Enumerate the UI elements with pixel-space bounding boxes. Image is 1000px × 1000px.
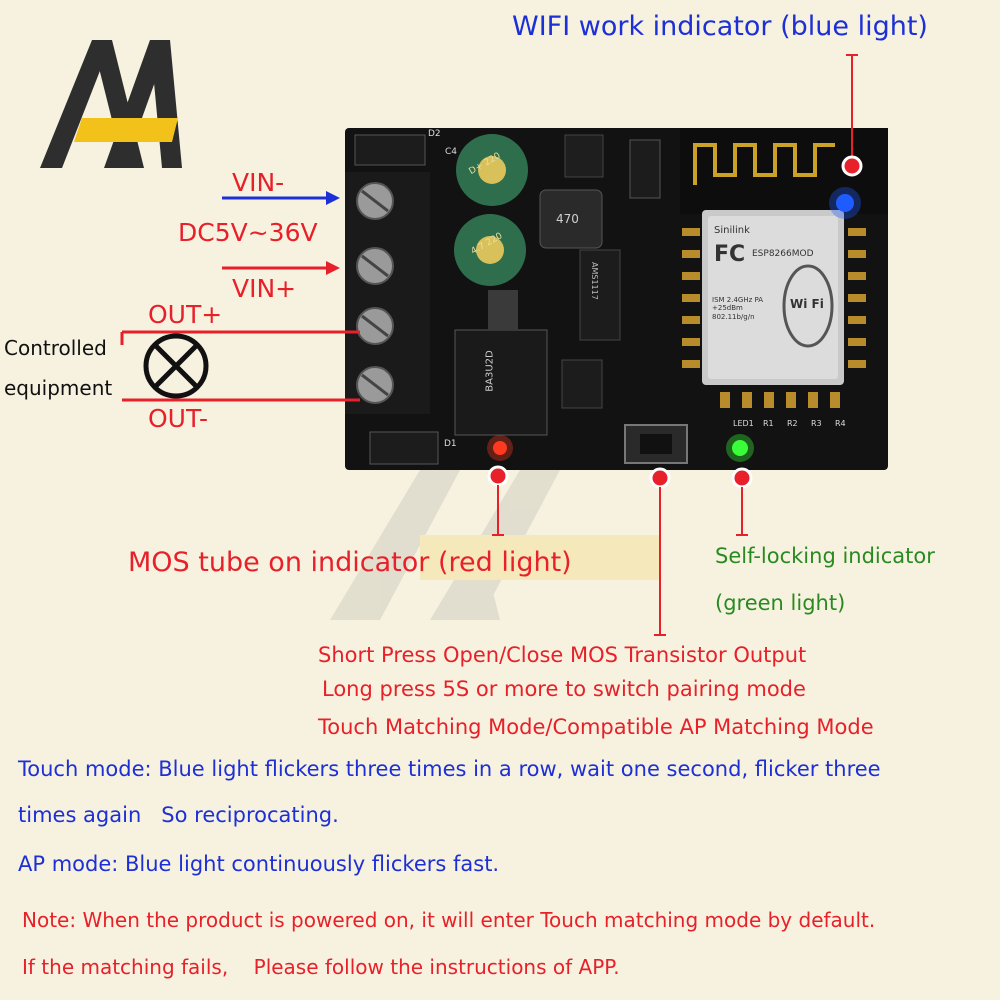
self-lock-label-line2: (green light) [715,591,846,615]
module-info: ISM 2.4GHz PA +25dBm 802.11b/g/n [712,296,764,321]
button-pointer [649,467,671,636]
pcb-label-d2: D2 [428,129,441,139]
watermark-logo [330,470,660,620]
pcb-label-r3: R3 [811,419,822,428]
wifi-indicator-label: WIFI work indicator (blue light) [512,11,928,42]
out-plus-label: OUT+ [148,300,223,329]
load-label-line2: equipment [4,376,113,400]
ldo-marking: AMS1117 [590,262,599,300]
vin-minus-arrow [222,191,340,205]
self-lock-label-line1: Self-locking indicator [715,544,935,568]
module-brand: Sinilink [714,225,750,236]
pcb-label-r1: R1 [763,419,774,428]
module-fc-mark: FC [714,242,746,267]
button-label-line1: Short Press Open/Close MOS Transistor Ou… [318,643,807,667]
vin-minus-label: VIN- [232,168,285,197]
pcb-label-c4: C4 [445,147,458,157]
note-line1: Note: When the product is powered on, it… [22,908,876,932]
vin-plus-label: VIN+ [232,274,297,303]
note-line2: If the matching fails, Please follow the… [22,955,620,979]
load-lamp-symbol [143,333,209,399]
vin-plus-arrow [222,261,340,275]
button-label-line2: Long press 5S or more to switch pairing … [322,677,806,701]
touch-mode-line1: Touch mode: Blue light flickers three ti… [18,757,881,781]
load-label-line1: Controlled [4,336,107,360]
pcb-label-led1: LED1 [733,419,754,428]
button-label-line3: Touch Matching Mode/Compatible AP Matchi… [318,715,874,739]
module-chip: ESP8266MOD [752,249,814,259]
mos-indicator-pointer [487,465,509,536]
self-lock-indicator-pointer [731,467,753,536]
module-wifi-mark: Wi Fi [790,297,824,311]
mos-indicator-label: MOS tube on indicator (red light) [128,547,572,578]
out-minus-label: OUT- [148,404,208,433]
touch-mode-line2: times again So reciprocating. [18,803,339,827]
pcb-label-r2: R2 [787,419,798,428]
ap-mode-line: AP mode: Blue light continuously flicker… [18,852,500,876]
pcb-label-d1: D1 [444,439,457,449]
inductor-marking: 470 [556,212,579,226]
mosfet-marking: BA3U2D [484,350,496,392]
brand-logo [40,40,182,168]
voltage-label: DC5V~36V [178,218,318,247]
output-wiring [120,330,360,402]
pcb-label-r4: R4 [835,419,846,428]
wifi-indicator-pointer [841,54,863,177]
